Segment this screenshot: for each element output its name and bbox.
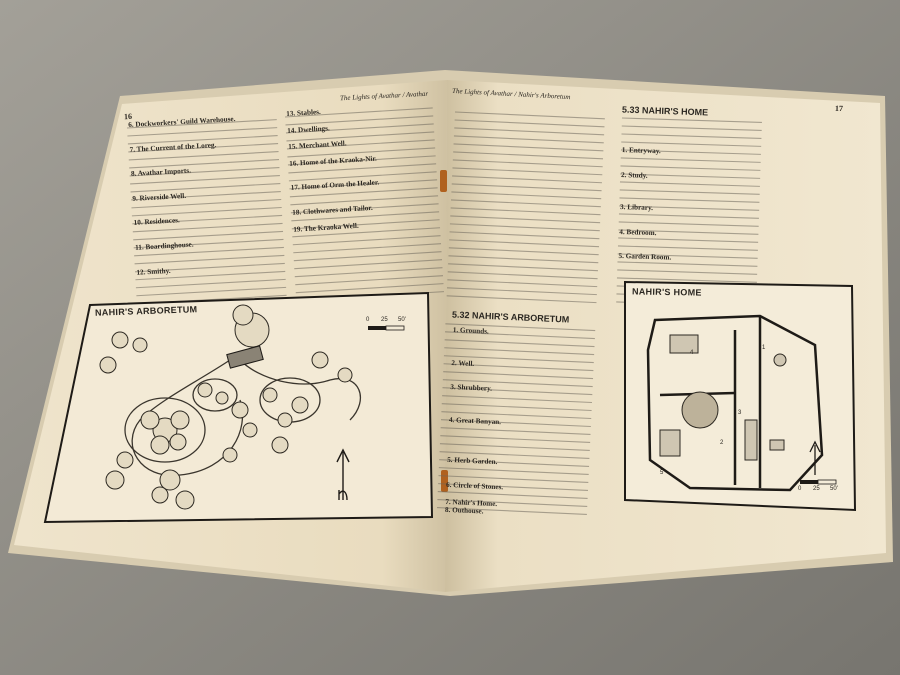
- home-entry-list: 1. Entryway. 2. Study. 3. Library. 4. Be…: [618, 146, 674, 263]
- home-room-number: 3: [738, 410, 742, 416]
- arboretum-scale-label-0: 0: [366, 317, 370, 323]
- right-entry-list: 1. Grounds. 2. Well. 3. Shrubbery. 4. Gr…: [445, 326, 510, 517]
- home-entry: 3. Library.: [619, 203, 654, 213]
- arboretum-scale-label-25: 25: [381, 317, 388, 323]
- left-entry-list-2: 13. Stables. 14. Dwellings. 15. Merchant…: [286, 105, 382, 234]
- home-scale-label-25: 25: [813, 486, 820, 492]
- arboretum-house: [226, 345, 264, 369]
- left-text-block: [126, 107, 444, 313]
- home-scale-bar: [800, 479, 837, 485]
- arboretum-north-arrow: [336, 448, 350, 501]
- home-scale-label-0: 0: [798, 486, 802, 492]
- arboretum-scale-label-50: 50': [398, 317, 406, 323]
- home-entry: 5. Garden Room.: [618, 252, 672, 262]
- home-entry: 1. Entryway.: [621, 146, 661, 156]
- home-room-number: 1: [762, 345, 766, 351]
- right-page-number: 17: [834, 103, 844, 114]
- home-map-title: NAHIR'S HOME: [631, 286, 702, 298]
- home-scale-label-50: 50': [830, 486, 838, 492]
- arboretum-scale-bar: [368, 325, 405, 331]
- home-furniture: [659, 334, 787, 461]
- home-room-number: 5: [660, 470, 664, 476]
- home-room-number: 2: [720, 440, 724, 446]
- left-entry-list: 6. Dockworkers' Guild Warehouse. 7. The …: [128, 115, 244, 277]
- home-north-arrow: [809, 440, 821, 475]
- staple-top: [440, 170, 447, 192]
- arboretum-trees: [99, 304, 353, 510]
- home-room-number: 4: [690, 350, 694, 356]
